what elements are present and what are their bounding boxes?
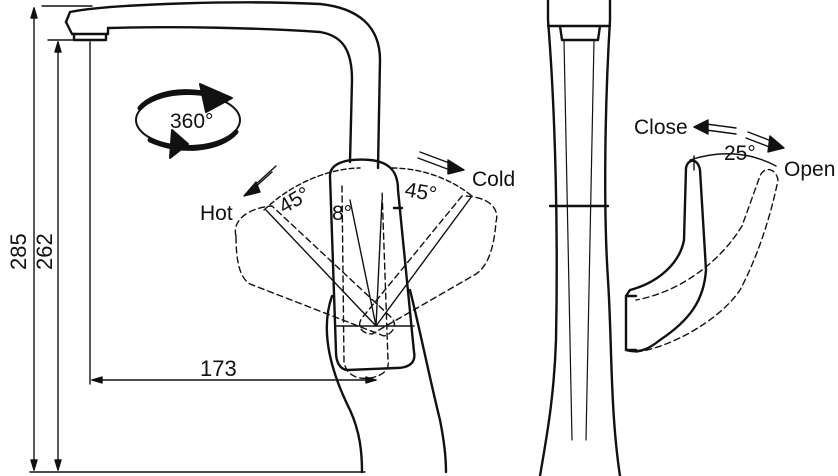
lever-center-position: [341, 185, 390, 380]
open-arrow-icon: [745, 131, 785, 153]
close-label: Close: [634, 116, 688, 139]
open-angle-label: 25°: [724, 142, 756, 165]
hot-label: Hot: [200, 202, 233, 225]
cold-label: Cold: [472, 168, 515, 191]
rotation-360-icon: [135, 83, 241, 159]
total-height-label: 285: [6, 233, 31, 270]
cold-arrow-icon: [417, 151, 465, 175]
spout-reach-label: 173: [200, 356, 237, 381]
faucet-lever: [328, 158, 416, 372]
faucet-spout: [64, 1, 382, 170]
center-angle-label: 8°: [332, 202, 352, 225]
spout-height-label: 262: [32, 233, 57, 270]
angle-lines: [263, 167, 473, 327]
rotation-angle-label: 360°: [170, 110, 213, 133]
lever-hot-position: [234, 205, 396, 337]
dimension-lines: [29, 5, 377, 473]
open-label: Open: [784, 158, 835, 181]
cold-angle-label: 45°: [403, 178, 438, 206]
side-view-body: [538, 0, 622, 476]
lever-cold-position: [358, 195, 498, 335]
close-arrow-icon: [693, 119, 737, 135]
side-view-lever: [624, 159, 708, 353]
faucet-body: [325, 288, 448, 474]
hot-arrow-icon: [243, 165, 277, 197]
side-view-lever-open-position: [635, 169, 779, 353]
hot-angle-label: 45°: [275, 183, 314, 219]
open-angle-lines: [689, 153, 777, 171]
